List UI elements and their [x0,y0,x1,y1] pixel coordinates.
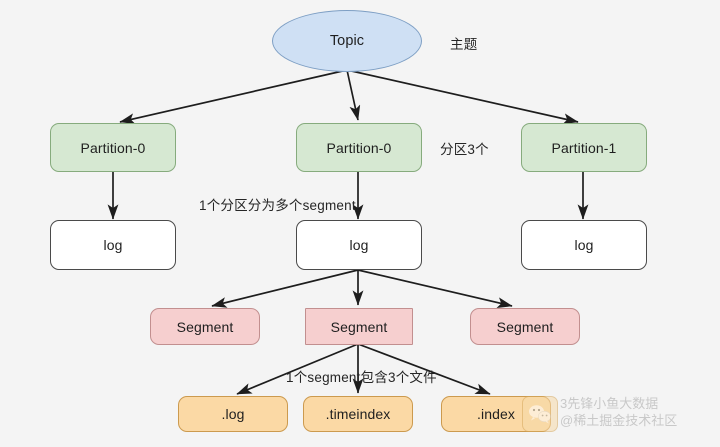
node-file-index[interactable]: .index [441,396,551,432]
node-topic-label: Topic [329,33,365,49]
node-segment-mid[interactable]: Segment [305,308,413,345]
node-segment-mid-label: Segment [330,318,388,335]
node-file-log[interactable]: .log [178,396,288,432]
node-partition-right-label: Partition-1 [551,139,617,156]
node-log-left[interactable]: log [50,220,176,270]
node-partition-left-label: Partition-0 [80,139,146,156]
node-log-left-label: log [103,237,123,253]
node-file-timeindex-label: .timeindex [325,406,391,422]
node-log-mid[interactable]: log [296,220,422,270]
node-file-log-label: .log [221,406,245,422]
node-partition-mid-label: Partition-0 [326,139,392,156]
node-file-index-label: .index [477,406,515,422]
node-segment-right[interactable]: Segment [470,308,580,345]
node-partition-left[interactable]: Partition-0 [50,123,176,172]
node-log-right[interactable]: log [521,220,647,270]
annotation-topic: 主题 [450,37,478,52]
node-partition-mid[interactable]: Partition-0 [296,123,422,172]
node-log-right-label: log [574,237,594,253]
watermark-line-1: 3先锋小鱼大数据 [560,396,659,411]
edge-log-to-segments [211,269,513,308]
node-partition-right[interactable]: Partition-1 [521,123,647,172]
watermark-text: 3先锋小鱼大数据 @稀土掘金技术社区 [560,395,718,431]
node-topic[interactable]: Topic [272,10,422,72]
node-segment-left[interactable]: Segment [150,308,260,345]
edge-topic-to-partitions [119,69,579,125]
node-segment-right-label: Segment [496,318,554,335]
node-file-timeindex[interactable]: .timeindex [303,396,413,432]
node-segment-left-label: Segment [176,318,234,335]
annotation-file-count: 1个segment包含3个文件 [286,370,437,385]
annotation-partition-count: 分区3个 [440,142,489,157]
watermark-line-2: @稀土掘金技术社区 [560,413,678,428]
annotation-segment-split: 1个分区分为多个segment [199,198,356,213]
node-log-mid-label: log [349,237,369,253]
